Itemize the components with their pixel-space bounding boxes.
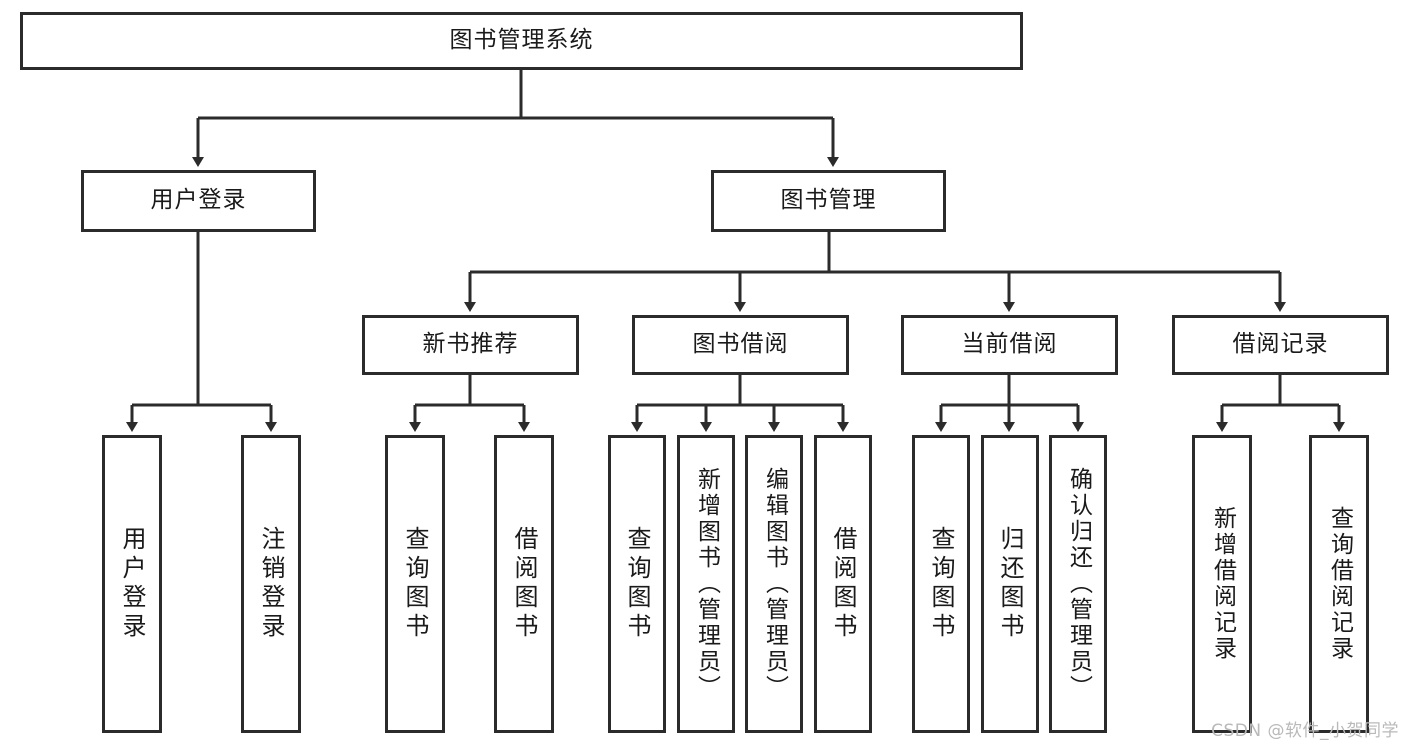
node-leaf-record-query-label: 查询借阅记录 [1326,506,1353,662]
node-book-manage-label: 图书管理 [780,187,877,214]
node-leaf-newbook-query-label: 查询图书 [401,526,429,642]
node-leaf-book-add-label: 新增图书（管理员） [693,467,720,701]
node-leaf-book-edit[interactable]: 编辑图书（管理员） [745,435,803,733]
node-leaf-current-query[interactable]: 查询图书 [912,435,970,733]
node-user-login-label: 用户登录 [150,187,247,214]
node-leaf-borrow-book-label: 借阅图书 [829,526,857,642]
node-leaf-confirm-return-label: 确认归还（管理员） [1065,467,1092,701]
node-borrow-record[interactable]: 借阅记录 [1172,315,1389,375]
node-leaf-confirm-return[interactable]: 确认归还（管理员） [1049,435,1107,733]
node-leaf-borrow-query-label: 查询图书 [623,526,651,642]
node-leaf-user-login-label: 用户登录 [118,526,146,642]
node-new-book-label: 新书推荐 [422,331,519,358]
node-leaf-user-login[interactable]: 用户登录 [102,435,162,733]
node-leaf-newbook-borrow[interactable]: 借阅图书 [494,435,554,733]
node-root[interactable]: 图书管理系统 [20,12,1023,70]
node-leaf-book-edit-label: 编辑图书（管理员） [761,467,788,701]
node-user-login[interactable]: 用户登录 [81,170,316,232]
node-leaf-record-add[interactable]: 新增借阅记录 [1192,435,1252,733]
node-book-borrow-label: 图书借阅 [692,331,789,358]
node-book-manage[interactable]: 图书管理 [711,170,946,232]
node-leaf-current-query-label: 查询图书 [927,526,955,642]
node-leaf-logout[interactable]: 注销登录 [241,435,301,733]
node-root-label: 图书管理系统 [449,27,594,54]
node-leaf-borrow-query[interactable]: 查询图书 [608,435,666,733]
node-leaf-return-book-label: 归还图书 [996,526,1024,642]
node-book-borrow[interactable]: 图书借阅 [632,315,849,375]
node-leaf-record-add-label: 新增借阅记录 [1209,506,1236,662]
node-new-book[interactable]: 新书推荐 [362,315,579,375]
node-borrow-record-label: 借阅记录 [1232,331,1329,358]
node-leaf-return-book[interactable]: 归还图书 [981,435,1039,733]
node-current-borrow[interactable]: 当前借阅 [901,315,1118,375]
node-leaf-newbook-borrow-label: 借阅图书 [510,526,538,642]
node-leaf-logout-label: 注销登录 [257,526,285,642]
node-leaf-borrow-book[interactable]: 借阅图书 [814,435,872,733]
node-current-borrow-label: 当前借阅 [961,331,1058,358]
node-leaf-book-add[interactable]: 新增图书（管理员） [677,435,735,733]
node-leaf-newbook-query[interactable]: 查询图书 [385,435,445,733]
node-leaf-record-query[interactable]: 查询借阅记录 [1309,435,1369,733]
